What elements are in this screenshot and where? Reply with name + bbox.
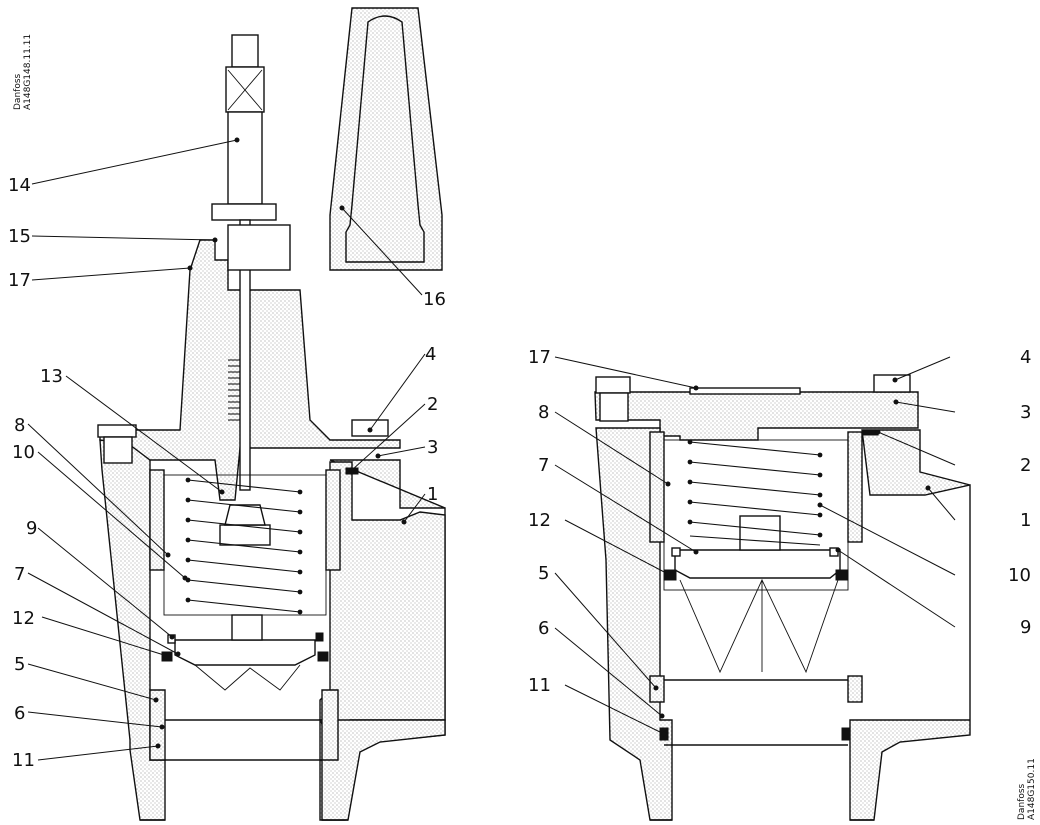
right-label-5: 5 — [538, 563, 549, 584]
right-spring — [687, 439, 823, 546]
left-spring — [185, 477, 303, 615]
right-cap-screw-right — [873, 374, 911, 393]
left-cage-left — [149, 469, 165, 571]
left-label-6: 6 — [14, 703, 25, 724]
left-valve-plug — [224, 504, 266, 526]
left-label-17: 17 — [8, 270, 31, 291]
right-code-line1: Danfoss — [1017, 783, 1027, 820]
left-spindle-threads — [228, 359, 240, 421]
left-label-13: 13 — [40, 366, 63, 387]
left-piston — [174, 639, 316, 666]
left-cap-screw-left — [97, 424, 137, 438]
left-label-5: 5 — [14, 654, 25, 675]
right-seal-7-left — [671, 547, 681, 557]
right-label-3: 3 — [1020, 402, 1031, 423]
right-label-8: 8 — [538, 402, 549, 423]
left-seat-right — [321, 689, 339, 761]
right-piston — [674, 549, 841, 579]
left-label-4: 4 — [425, 344, 436, 365]
left-label-9: 9 — [26, 518, 37, 539]
right-seat-right — [847, 675, 863, 703]
left-cage-right — [325, 469, 341, 571]
right-housing-right-wall — [849, 429, 971, 821]
right-label-1: 1 — [1020, 510, 1031, 531]
left-spindle-square-cross — [227, 69, 263, 111]
left-label-1: 1 — [427, 484, 438, 505]
right-drawing-code: Danfoss A148G150.11 — [1017, 758, 1037, 820]
left-label-16: 16 — [423, 289, 446, 310]
left-spindle-nut — [227, 224, 291, 271]
right-label-6: 6 — [538, 618, 549, 639]
left-leader-lines — [27, 137, 426, 761]
right-piston-head — [739, 515, 781, 551]
left-code-line2: A148G148.11.11 — [23, 34, 33, 110]
right-label-11: 11 — [528, 675, 551, 696]
left-label-11: 11 — [12, 750, 35, 771]
right-seal-11-right — [841, 727, 851, 741]
right-label-12: 12 — [528, 510, 551, 531]
left-spindle-collar — [211, 203, 277, 221]
right-cage-inner — [663, 439, 849, 591]
right-leader-lines — [554, 356, 956, 737]
left-seal-9-right — [315, 632, 324, 642]
left-callouts: 14 15 17 16 4 13 2 8 3 10 1 9 7 12 5 6 1… — [8, 175, 446, 771]
left-spindle-thread — [231, 34, 259, 68]
right-piston-cone — [679, 578, 839, 674]
right-valve — [594, 374, 971, 821]
left-spindle-shaft — [227, 111, 263, 205]
left-spindle-stem — [239, 219, 251, 491]
right-cap-screw-left-shank — [599, 392, 629, 422]
right-callouts: 17 4 8 3 7 2 12 1 10 5 9 6 11 — [528, 347, 1031, 696]
left-label-10: 10 — [12, 442, 35, 463]
right-label-9: 9 — [1020, 617, 1031, 638]
left-label-2: 2 — [427, 394, 438, 415]
left-seal-12-right — [317, 651, 329, 662]
left-housing-lower-right — [318, 719, 446, 821]
left-piston-cone — [194, 664, 301, 691]
protection-cap — [329, 7, 443, 271]
right-seal-12-right — [835, 569, 849, 581]
left-label-3: 3 — [427, 437, 438, 458]
right-label-10: 10 — [1008, 565, 1031, 586]
right-code-line2: A148G150.11 — [1027, 758, 1037, 820]
right-label-4: 4 — [1020, 347, 1031, 368]
left-label-15: 15 — [8, 226, 31, 247]
left-cap-screw-left-shank — [103, 436, 133, 464]
right-cover-boss — [689, 387, 801, 395]
left-label-12: 12 — [12, 608, 35, 629]
left-label-14: 14 — [8, 175, 31, 196]
left-label-7: 7 — [14, 564, 25, 585]
right-label-17: 17 — [528, 347, 551, 368]
left-label-8: 8 — [14, 415, 25, 436]
left-drawing-code: Danfoss A148G148.11.11 — [13, 34, 33, 110]
right-label-2: 2 — [1020, 455, 1031, 476]
left-code-line1: Danfoss — [13, 73, 23, 110]
left-valve — [97, 34, 446, 821]
right-cap-screw-left — [595, 376, 631, 394]
left-piston-head — [231, 614, 263, 641]
right-label-7: 7 — [538, 455, 549, 476]
